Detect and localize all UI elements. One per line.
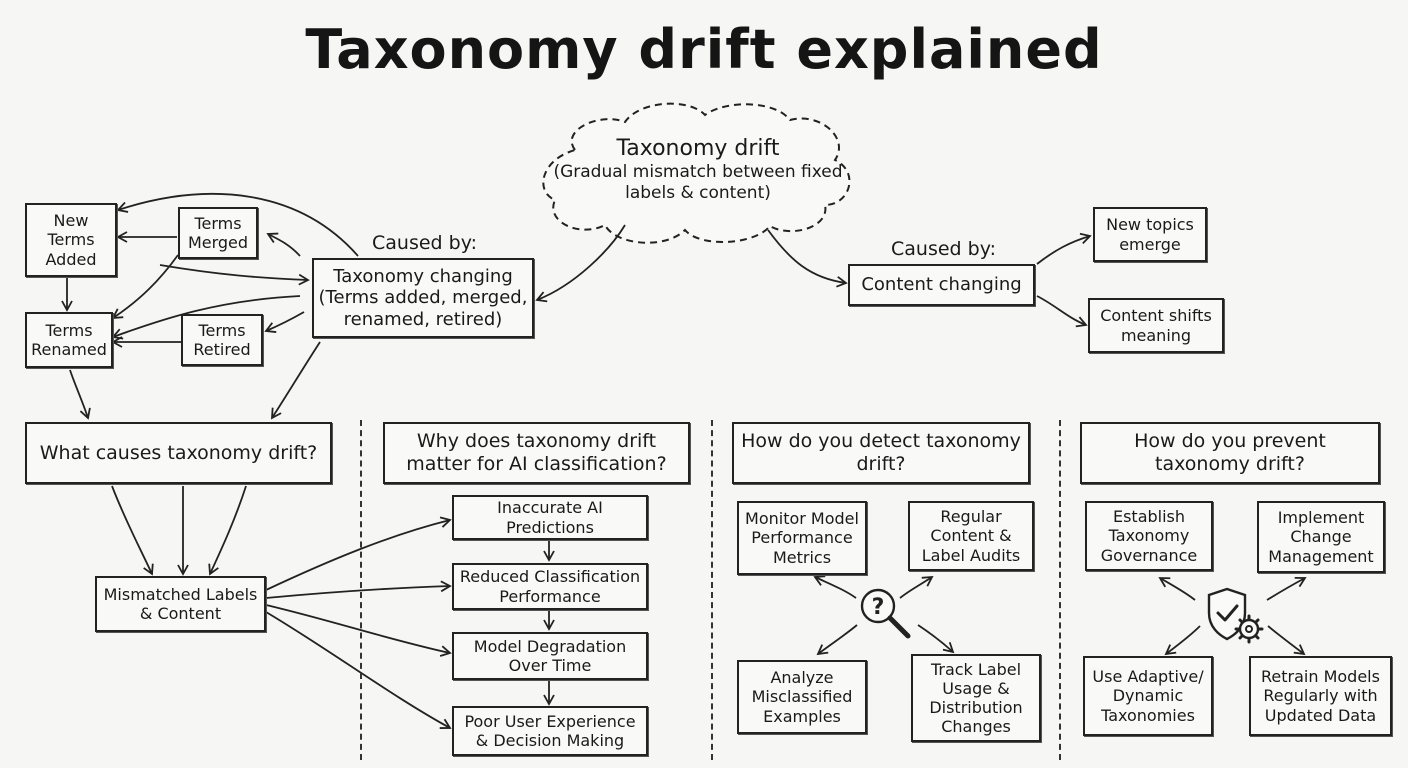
terms-renamed-box: Terms Renamed: [25, 312, 113, 368]
why-item: Model Degradation Over Time: [452, 632, 648, 680]
detect-item: Analyze Misclassified Examples: [737, 660, 867, 734]
detect-item: Regular Content & Label Audits: [908, 501, 1034, 571]
terms-merged-box: Terms Merged: [178, 207, 258, 259]
what-causes-heading: What causes taxonomy drift?: [25, 422, 332, 484]
center-concept: Taxonomy drift (Gradual mismatch between…: [548, 136, 848, 203]
left-cause-caption: Caused by:: [372, 232, 477, 254]
detect-item: Track Label Usage & Distribution Changes: [911, 654, 1041, 742]
cloud-shape: [542, 102, 851, 244]
prevent-item: Retrain Models Regularly with Updated Da…: [1249, 656, 1392, 736]
right-cause-caption: Caused by:: [891, 238, 996, 260]
prevent-item: Implement Change Management: [1257, 501, 1385, 573]
shield-check-gear-icon: [1207, 587, 1264, 644]
why-item: Inaccurate AI Predictions: [452, 495, 648, 540]
page-title: Taxonomy drift explained: [305, 18, 1103, 81]
content-changing-box: Content changing: [848, 264, 1035, 306]
how-detect-heading: How do you detect taxonomy drift?: [732, 422, 1030, 484]
mismatched-labels-box: Mismatched Labels & Content: [95, 576, 266, 632]
section-divider: [711, 420, 713, 760]
magnifier-question-icon: ?: [860, 588, 911, 639]
new-topics-box: New topics emerge: [1093, 207, 1207, 262]
center-concept-subtitle: (Gradual mismatch between fixed labels &…: [553, 162, 843, 203]
why-item: Poor User Experience & Decision Making: [452, 706, 648, 756]
section-divider: [1059, 420, 1061, 760]
terms-retired-box: Terms Retired: [181, 314, 263, 366]
why-matters-heading: Why does taxonomy drift matter for AI cl…: [383, 422, 690, 484]
section-divider: [360, 420, 362, 760]
content-shifts-box: Content shifts meaning: [1088, 298, 1224, 353]
prevent-item: Establish Taxonomy Governance: [1085, 501, 1213, 571]
svg-text:?: ?: [872, 595, 885, 620]
how-prevent-heading: How do you prevent taxonomy drift?: [1080, 422, 1380, 484]
prevent-item: Use Adaptive/ Dynamic Taxonomies: [1083, 656, 1213, 736]
why-item: Reduced Classification Performance: [452, 563, 648, 610]
new-terms-added-box: New Terms Added: [25, 203, 117, 277]
center-concept-title: Taxonomy drift: [616, 136, 780, 161]
detect-item: Monitor Model Performance Metrics: [737, 501, 867, 575]
taxonomy-changing-box: Taxonomy changing (Terms added, merged, …: [312, 258, 534, 338]
